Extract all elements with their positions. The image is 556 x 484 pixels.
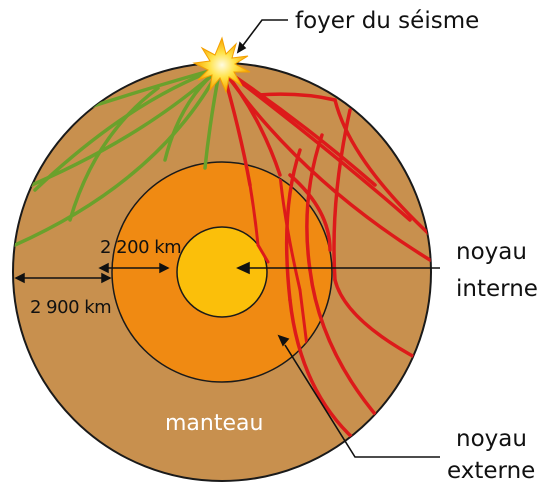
inner-core-label-line2: interne [456,276,538,302]
focus-leader [237,19,288,53]
earthquake-focus-icon [192,36,251,94]
outer-core-leader [284,344,440,458]
inner-core-layer [176,226,268,318]
dimension-arrows [14,262,170,284]
core-radius-label: 2 200 km [100,237,181,258]
focus-arrowhead [236,41,247,54]
outer-core-label-line2: externe [447,458,535,484]
outer-core-label-line1: noyau [456,426,527,452]
outer-core-arrowhead [277,334,290,347]
p-wave-rays-mantle [220,66,431,442]
mantle-label: manteau [165,411,263,436]
mantle-thickness-label: 2 900 km [30,297,111,318]
inner-core-label-line1: noyau [456,239,527,265]
inner-core-arrowhead [236,261,250,275]
focus-label: foyer du séisme [295,8,479,34]
leader-lines [236,19,440,458]
